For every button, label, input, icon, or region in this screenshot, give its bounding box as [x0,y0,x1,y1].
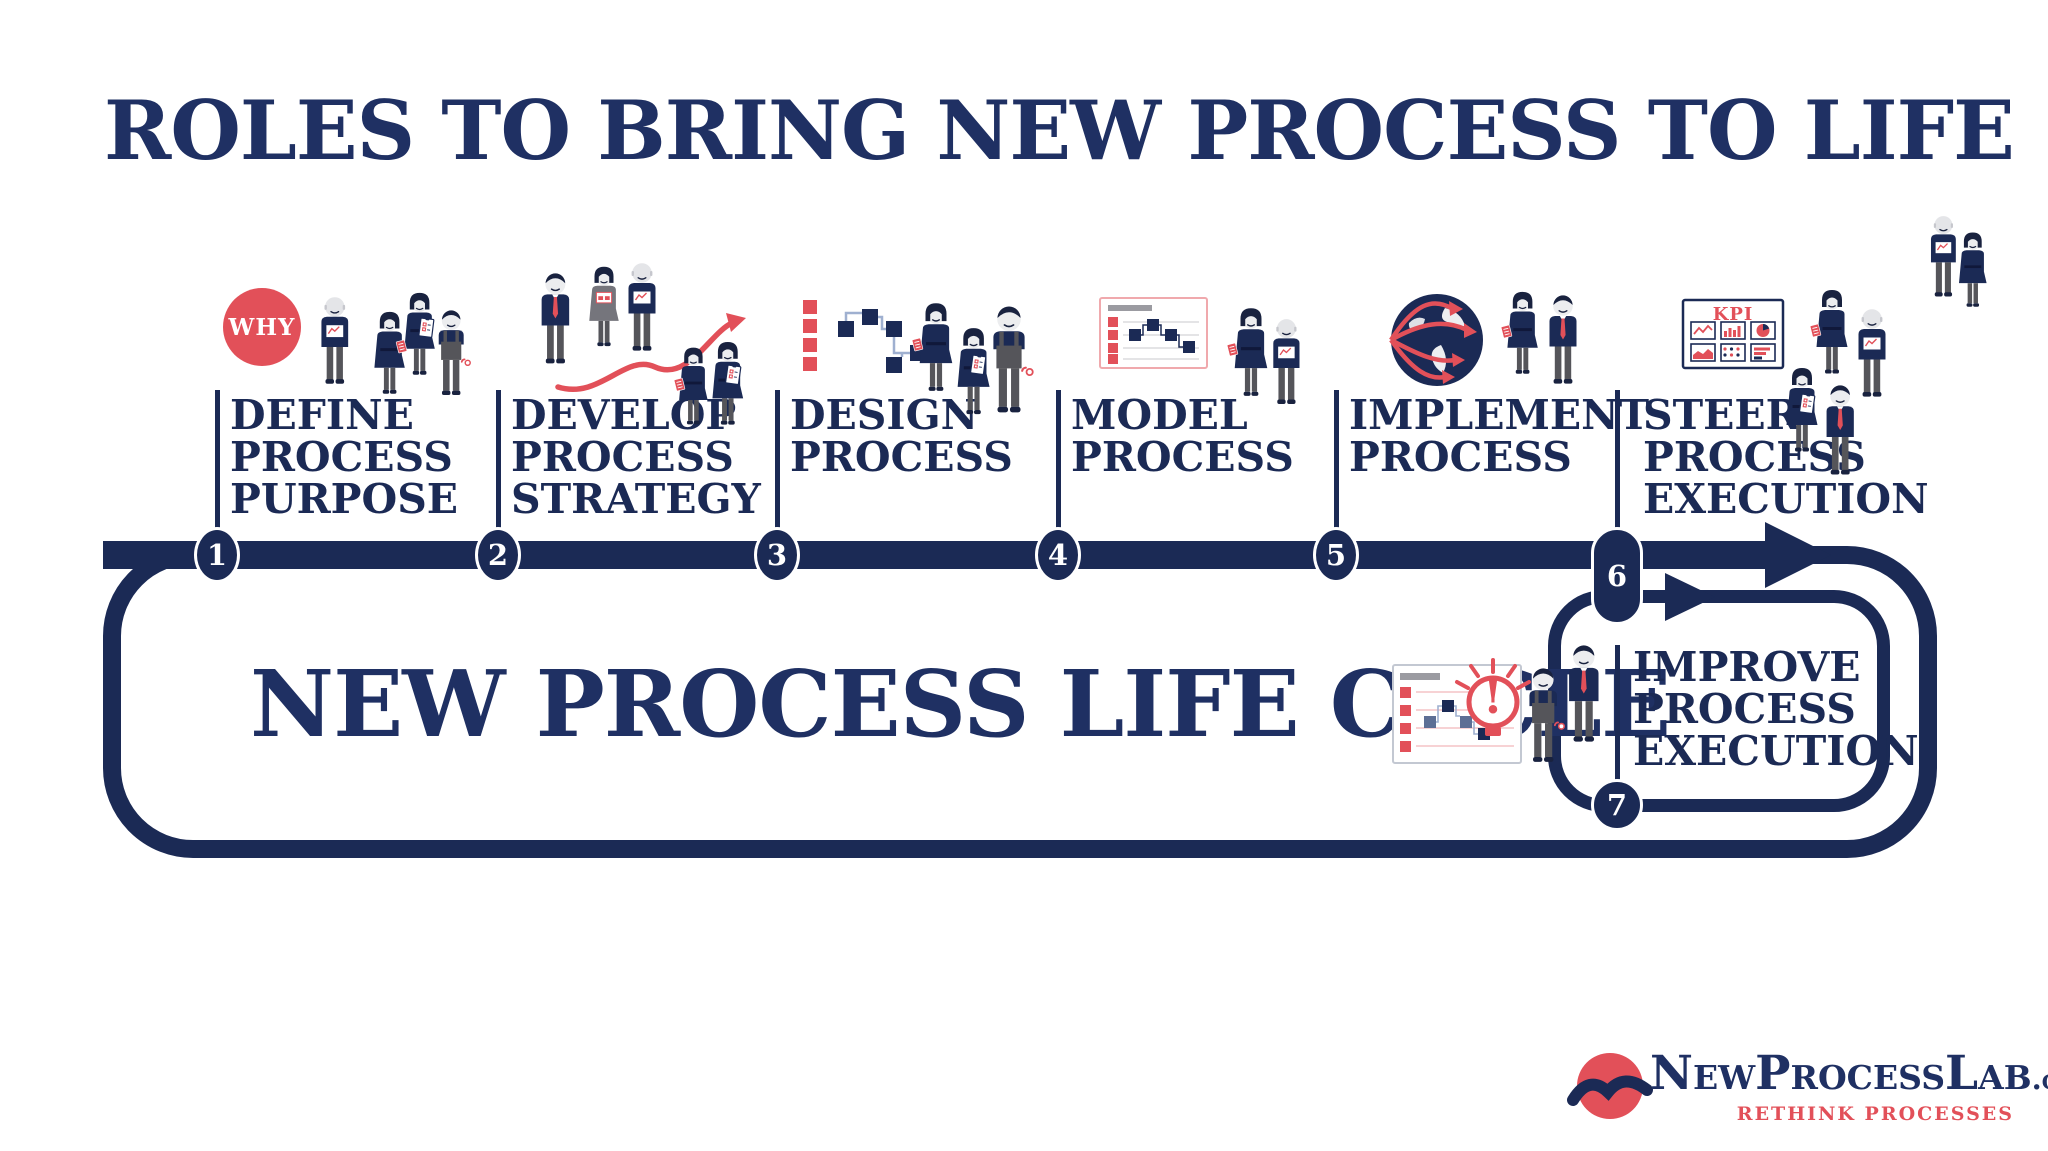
step-label-line: EXECUTION [1633,727,1919,775]
brand-tagline: RETHINK PROCESSES [1736,1103,2014,1125]
step-label-line: PURPOSE [230,475,459,523]
timeline-bar [103,541,1765,569]
inner-loop-arrow-icon [1665,573,1715,621]
step-label-7: IMPROVE PROCESS EXECUTION [1633,646,1919,772]
kpi-label: KPI [1712,304,1754,325]
exclamation-mark: ! [1482,670,1504,724]
node-6: 6 [1591,527,1643,625]
step-label-line: IMPROVE [1633,643,1861,691]
tick-step-6 [1615,390,1620,530]
node-4: 4 [1035,527,1081,583]
brand-wordmark: NewProcessLab.com RETHINK PROCESSES [1650,1050,2048,1126]
tick-step-4 [1056,390,1061,530]
brand-suffix-text: .com [2031,1062,2048,1096]
process-model-card-icon [1099,297,1301,405]
improvement-idea-icon [1392,644,1600,764]
step-label-line: STEER [1643,391,1800,439]
step-label-line: MODEL [1071,391,1248,439]
step-label-line: EXECUTION [1643,475,1929,523]
step-label-line: PROCESS [1633,685,1856,733]
step-label-line: PROCESS [1643,433,1866,481]
node-2: 2 [475,527,521,583]
tick-step-2 [496,390,501,530]
step-label-line: IMPLEMENT [1349,391,1650,439]
step-label-line: DESIGN [790,391,979,439]
tick-step-1 [215,390,220,530]
step-label-line: STRATEGY [511,475,761,523]
brand-logo-icon [1567,1053,1653,1119]
step-label-5: IMPLEMENT PROCESS [1349,394,1649,478]
node-1: 1 [194,527,240,583]
step-label-line: PROCESS [1071,433,1294,481]
flowchart-team-icon [803,300,1034,415]
step-label-line: DEFINE [230,391,414,439]
tick-step-7 [1615,645,1620,788]
step-label-3: DESIGN PROCESS [790,394,1013,478]
step-label-line: PROCESS [790,433,1013,481]
tick-step-3 [775,390,780,530]
globe-rollout-icon [1389,291,1578,386]
node-7: 7 [1591,779,1643,831]
step-label-line: PROCESS [1349,433,1572,481]
why-team-icon [320,292,472,396]
kpi-dashboard-team-icon [1681,215,1988,476]
lifecycle-title: NEW PROCESS LIFE CYCLE [250,650,1671,758]
brand-name: NewProcessLab.com [1650,1050,2048,1103]
brand-name-text: NewProcessLab [1650,1046,2032,1101]
step-label-line: PROCESS [511,433,734,481]
growth-arrow-team-icon [540,262,746,426]
timeline-arrow-icon [1765,522,1831,588]
step-label-4: MODEL PROCESS [1071,394,1294,478]
why-badge: WHY [223,288,301,366]
page-title: ROLES TO BRING NEW PROCESS TO LIFE [104,84,2015,179]
step-label-1: DEFINE PROCESS PURPOSE [230,394,458,520]
step-label-6: STEER PROCESS EXECUTION [1643,394,1929,520]
step-label-line: PROCESS [230,433,453,481]
node-3: 3 [754,527,800,583]
tick-step-5 [1334,390,1339,530]
step-label-2: DEVELOP PROCESS STRATEGY [511,394,761,520]
node-5: 5 [1313,527,1359,583]
